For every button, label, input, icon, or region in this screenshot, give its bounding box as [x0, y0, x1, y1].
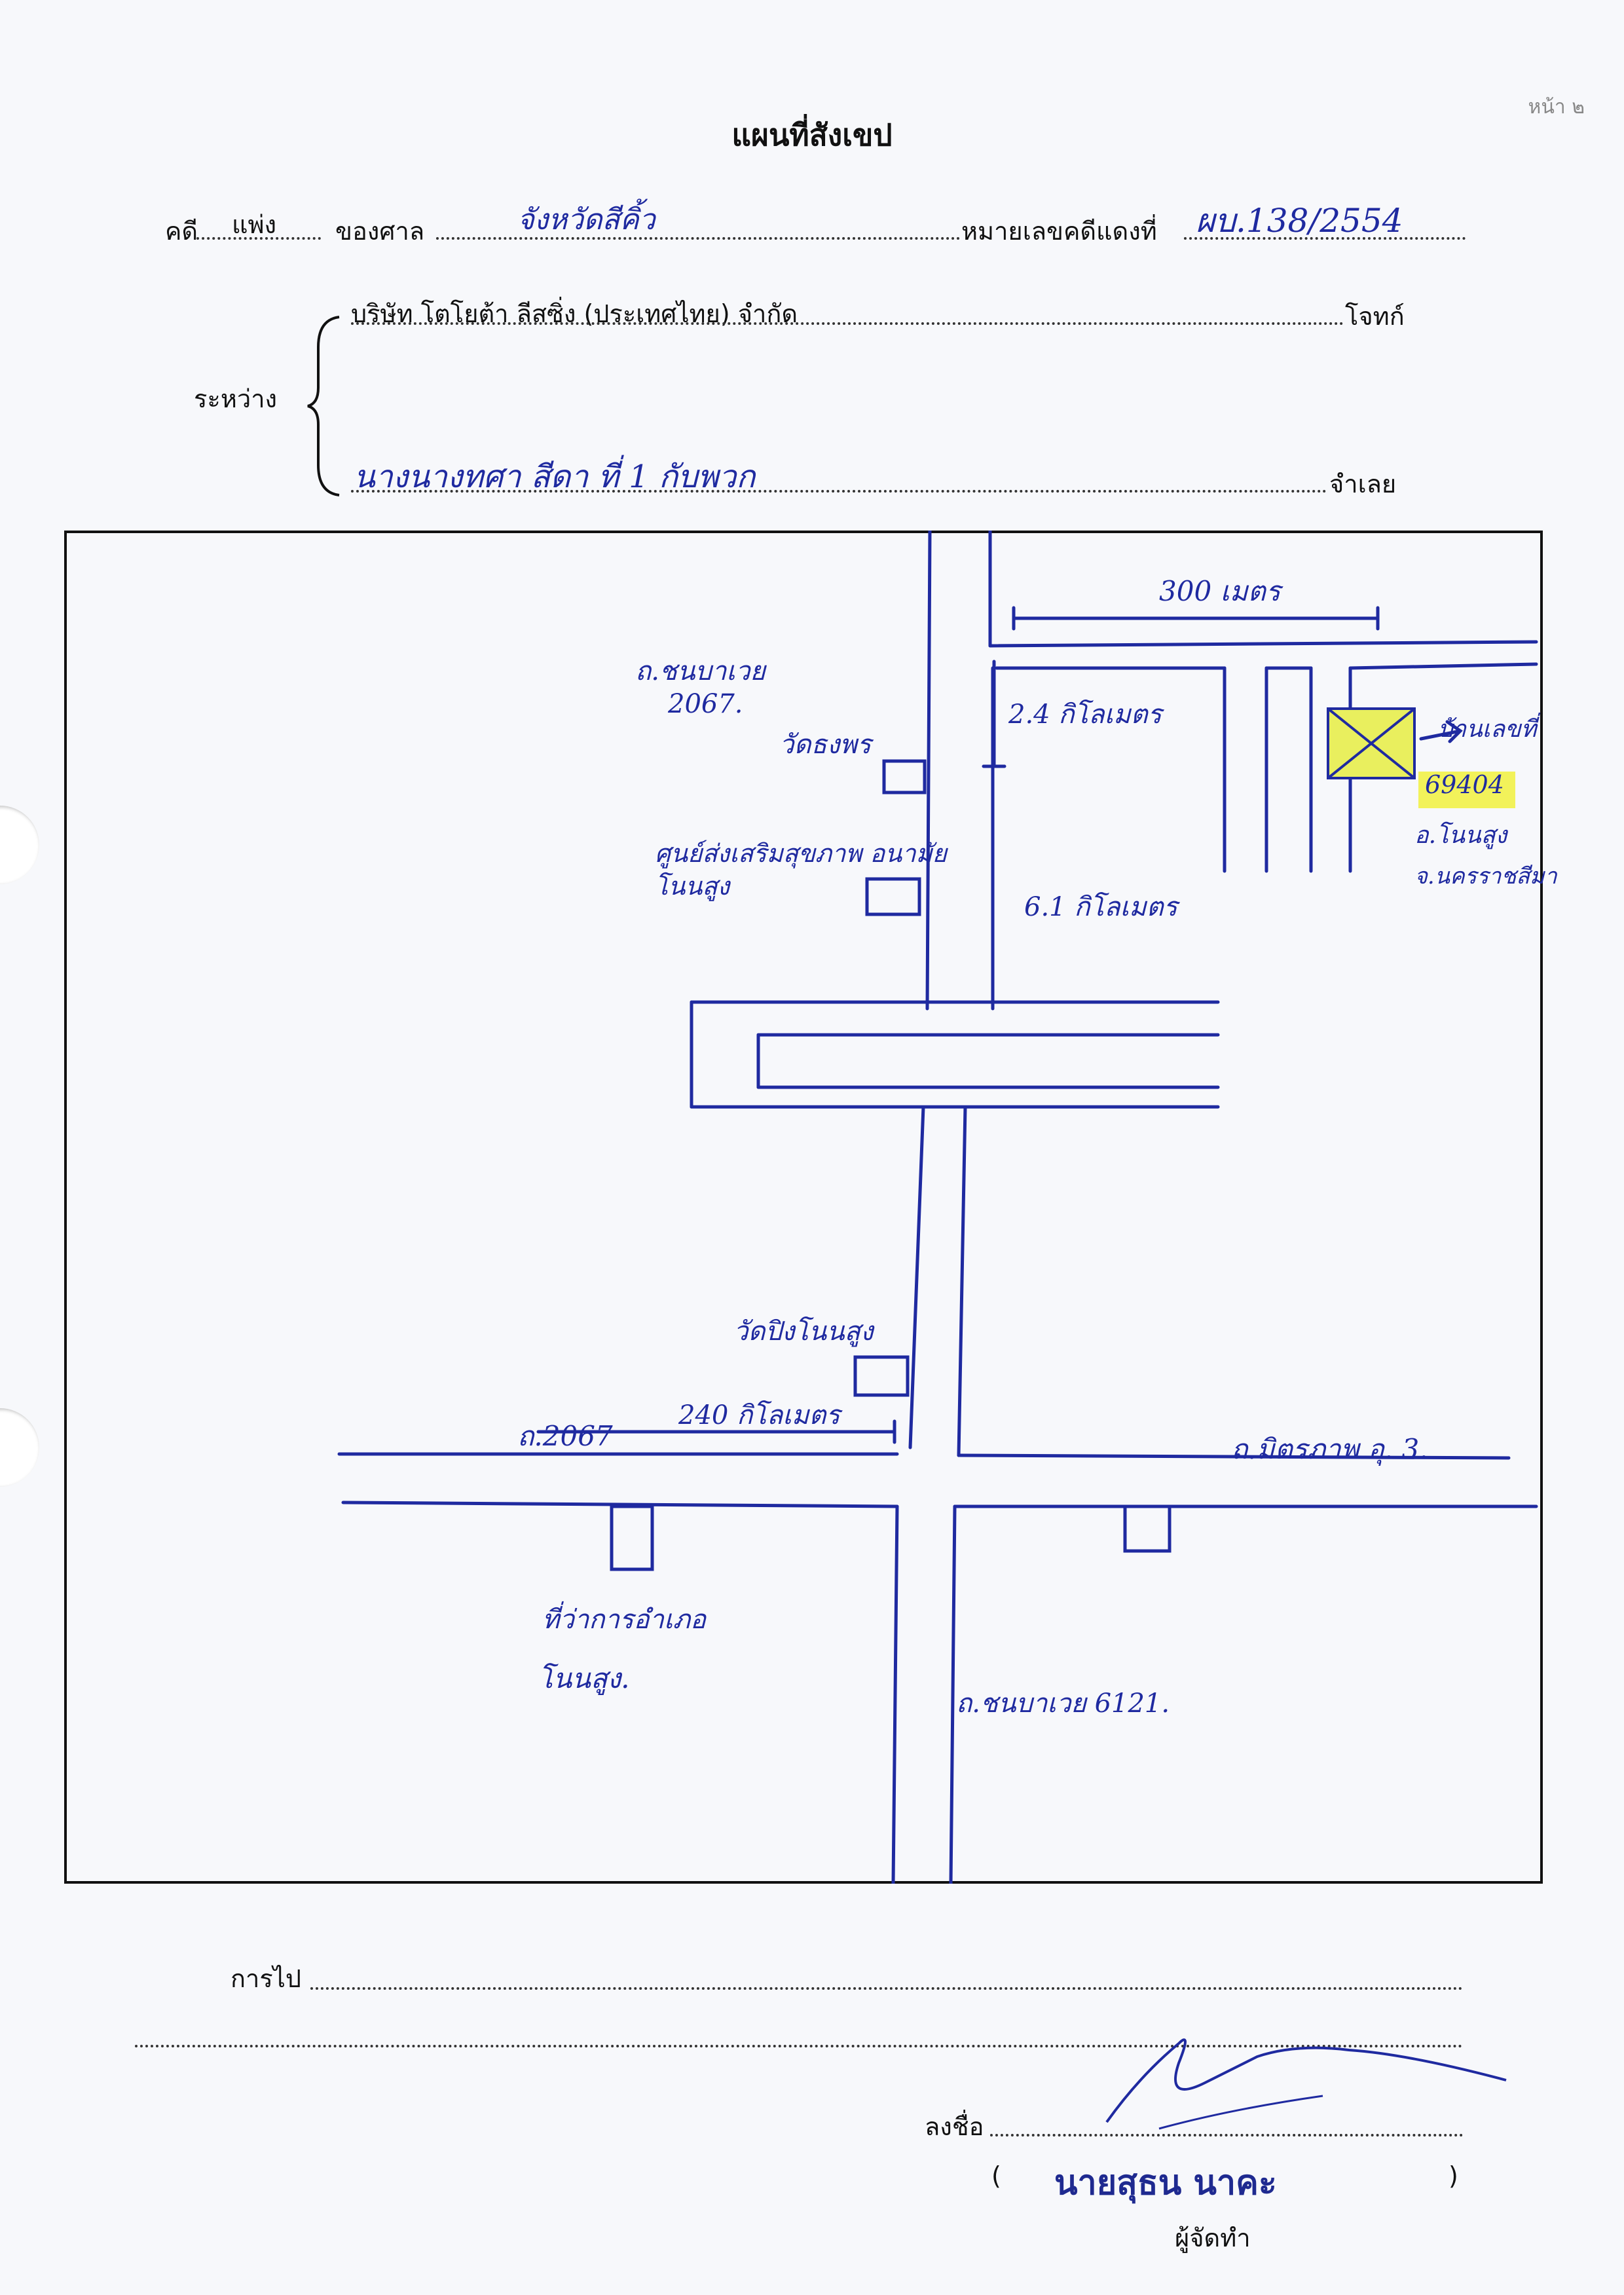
red-case-no-handwritten: ผบ.138/2554: [1196, 202, 1403, 240]
label-temple-1: วัดธงพร: [779, 730, 872, 760]
target-plot-cross: [1327, 707, 1416, 779]
court-dots: [436, 237, 960, 240]
page-number: หน้า ๒: [1528, 96, 1585, 119]
label-road-right: ถ.มิตรภาพ อุ. 3.: [1231, 1433, 1428, 1465]
direction-label: การไป: [231, 1964, 301, 1993]
signer-open-paren: (: [991, 2161, 1001, 2190]
label-distance-6km: 6.1 กิโลเมตร: [1024, 892, 1178, 922]
label-distance-300m: 300 เมตร: [1159, 575, 1281, 607]
label-road-2067: ถ.2067: [517, 1420, 613, 1452]
road-south-left: [891, 1504, 899, 1884]
arrow-to-house: [1419, 720, 1463, 743]
clinic-building: [865, 877, 921, 916]
label-road-top: ถ.ชนบาเวย: [635, 656, 766, 686]
road-main-south-left: [908, 1105, 925, 1449]
label-district-name: โนนสูง.: [538, 1662, 630, 1694]
road-main-north-left: [925, 531, 932, 1011]
road-south-right: [949, 1504, 957, 1884]
label-temple-2: วัดปิงโนนสูง: [733, 1316, 874, 1347]
punch-hole-lower: [0, 1408, 39, 1487]
case-type: แพ่ง: [232, 210, 277, 239]
preparer-role: ผู้จัดทำ: [1175, 2224, 1251, 2252]
page-title: แผนที่สังเขป: [731, 117, 893, 153]
signature-label: ลงชื่อ: [925, 2112, 984, 2141]
label-house-no: 69404: [1425, 770, 1504, 799]
case-type-dots: [196, 237, 321, 240]
direction-dots-1: [310, 1987, 1463, 1990]
signature-dots: [990, 2134, 1463, 2136]
between-label: ระหว่าง: [194, 384, 278, 413]
signer-name: นายสุธน นาคะ: [1054, 2163, 1277, 2203]
red-case-no-label: หมายเลขคดีแดงที่: [961, 217, 1157, 246]
defendant-dots: [351, 490, 1327, 493]
road-top-upper: [988, 640, 1538, 648]
district-office-building: [610, 1504, 654, 1571]
label-house-addr1: อ.โนนสูง: [1414, 822, 1507, 849]
signer-close-paren: ): [1449, 2161, 1458, 2190]
plaintiff-dots: [351, 322, 1344, 325]
plaintiff-name: บริษัท โตโยต้า ลีสซิ่ง (ประเทศไทย) จำกัด: [351, 299, 798, 328]
defendant-role: จำเลย: [1329, 470, 1397, 498]
court-label: ของศาล: [335, 217, 425, 246]
handwritten-signature: [1105, 2038, 1507, 2130]
house-no-highlight: [1418, 772, 1515, 808]
label-distance-240km: 240 กิโลเมตร: [678, 1400, 840, 1430]
court-name-handwritten: จังหวัดสีคิ้ว: [517, 203, 655, 236]
road-top-lower-c: [1348, 662, 1538, 670]
temple-2-building: [853, 1355, 910, 1397]
case-label: คดี: [165, 217, 198, 246]
direction-dots-2: [135, 2045, 1463, 2047]
dimension-24km: [982, 660, 1006, 768]
label-house-addr2: จ.นครราชสีมา: [1414, 863, 1557, 889]
label-clinic: ศูนย์ส่งเสริมสุขภาพ อนามัย โนนสูง: [655, 839, 947, 901]
right-building: [1123, 1504, 1172, 1553]
label-road-top-no: 2067.: [668, 689, 743, 719]
label-house: บ้านเลขที่: [1438, 716, 1537, 743]
label-district-office: ที่ว่าการอำเภอ: [542, 1605, 706, 1635]
punch-hole-upper: [0, 806, 39, 884]
temple-1-building: [882, 759, 927, 794]
dimension-300m: [1012, 606, 1380, 631]
defendant-name-handwritten: นางนางทศา สีดา ที่ 1 กับพวก: [354, 458, 756, 495]
dimension-240km: [536, 1419, 896, 1444]
sketch-map: [337, 531, 1538, 1884]
map-frame: [64, 531, 1543, 1884]
road-right-upper: [957, 1453, 1511, 1460]
party-brace: [307, 316, 340, 496]
plaintiff-role: โจทก์: [1345, 302, 1405, 331]
road-2067-lower: [341, 1501, 899, 1508]
road-main-south-right: [957, 1105, 967, 1457]
label-road-bottom: ถ.ชนบาเวย 6121.: [956, 1689, 1170, 1719]
red-case-no-dots: [1184, 237, 1466, 240]
label-distance-2-4km: 2.4 กิโลเมตร: [1008, 700, 1162, 730]
